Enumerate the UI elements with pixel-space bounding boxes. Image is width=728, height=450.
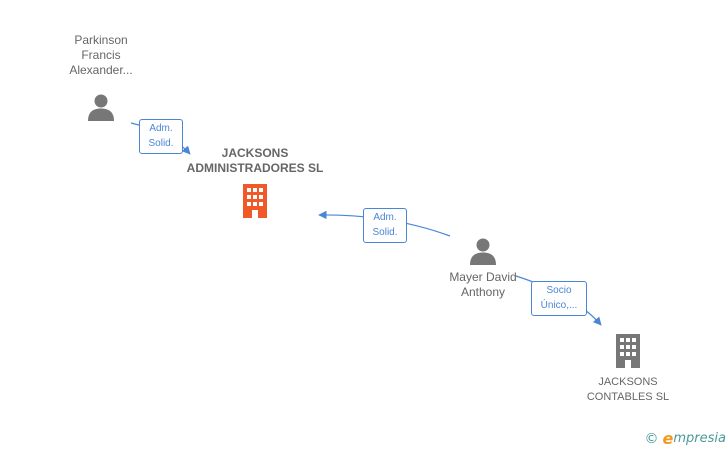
person-icon (470, 238, 496, 265)
node-mayer-label: Mayer David Anthony (449, 270, 517, 299)
edge-label-mayer-contables[interactable]: Socio Único,... (531, 281, 587, 316)
edge-label-parkinson-admin[interactable]: Adm. Solid. (139, 119, 183, 154)
node-mayer[interactable]: Mayer David Anthony (428, 236, 538, 300)
building-icon (243, 184, 267, 218)
brand-e: e (662, 429, 674, 448)
node-jacksons-administradores-label: JACKSONS ADMINISTRADORES SL (186, 146, 324, 175)
brand-name: mpresia (673, 431, 726, 446)
building-icon (616, 334, 640, 368)
node-jacksons-contables-label: JACKSONS CONTABLES SL (586, 376, 670, 403)
node-parkinson[interactable]: Parkinson Francis Alexander... (46, 33, 156, 122)
person-icon (88, 94, 114, 121)
node-parkinson-label: Parkinson Francis Alexander... (69, 33, 133, 77)
copyright-symbol: © (644, 430, 659, 447)
node-jacksons-administradores[interactable]: JACKSONS ADMINISTRADORES SL (180, 146, 330, 219)
edge-label-mayer-admin[interactable]: Adm. Solid. (363, 208, 407, 243)
empresia-logo: © e mpresia (645, 429, 726, 448)
node-jacksons-contables[interactable]: JACKSONS CONTABLES SL (568, 333, 688, 405)
